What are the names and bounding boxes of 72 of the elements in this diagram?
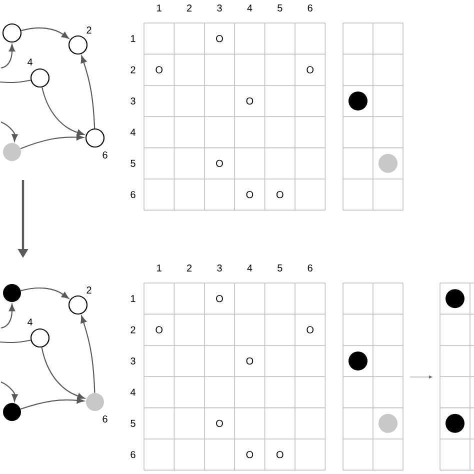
matrix-entry: O	[306, 66, 314, 74]
column-number: 1	[157, 264, 162, 272]
graph-node	[3, 143, 21, 161]
matrix-entry: O	[216, 160, 223, 167]
row-number: 6	[130, 451, 136, 458]
matrix-entry: O	[246, 357, 254, 365]
column-number: 3	[217, 264, 222, 272]
matrix-dot	[348, 352, 368, 370]
arrow	[20, 397, 84, 410]
matrix-dot	[378, 414, 398, 433]
node-number: 6	[102, 151, 108, 159]
column-number: 4	[247, 264, 252, 272]
column-number: 4	[247, 4, 252, 12]
arrow	[21, 27, 69, 39]
arrow	[20, 287, 69, 299]
node-number: 2	[86, 286, 92, 294]
matrix-entry: O	[306, 326, 314, 334]
node-number: 6	[102, 415, 108, 423]
column-number: 3	[217, 4, 222, 12]
column-number: 2	[187, 4, 192, 12]
arrow	[0, 44, 16, 69]
matrix-entry: O	[276, 451, 284, 458]
arrow	[41, 347, 85, 400]
arrow	[0, 122, 18, 142]
column-number: 6	[308, 4, 312, 12]
row-number: 5	[130, 160, 136, 167]
matrix-dot	[348, 92, 368, 110]
column-number: 5	[278, 4, 282, 12]
matrix-entry: O	[156, 326, 162, 334]
node-number: 4	[27, 318, 32, 326]
column-number: 2	[187, 264, 192, 272]
matrix-entry: O	[276, 191, 284, 198]
node-number: 2	[86, 26, 92, 34]
matrix-entry: O	[246, 191, 254, 198]
arrow	[0, 382, 18, 402]
graph-node	[85, 128, 105, 148]
matrix-dot	[378, 154, 398, 173]
row-number: 2	[130, 326, 136, 334]
arrow	[80, 56, 96, 128]
arrow	[42, 87, 84, 136]
graph-node	[3, 284, 21, 302]
matrix-entry: O	[246, 97, 254, 105]
matrix-entry: O	[156, 66, 162, 74]
arrow	[20, 134, 84, 150]
row-number: 6	[130, 191, 136, 198]
column-number: 1	[157, 4, 162, 12]
arrow	[80, 316, 96, 393]
graph-node	[86, 393, 104, 411]
row-number: 3	[130, 357, 136, 365]
matrix-entry: O	[216, 295, 223, 302]
column-number: 5	[278, 264, 282, 272]
graph-node	[30, 68, 50, 88]
row-number: 2	[130, 66, 136, 74]
column-number: 6	[308, 264, 312, 272]
row-number: 4	[130, 128, 136, 136]
row-number: 1	[131, 35, 136, 42]
matrix-dot	[446, 414, 464, 433]
graph-node	[30, 328, 50, 348]
matrix-entry: O	[246, 451, 254, 458]
row-number: 5	[130, 420, 136, 427]
row-number: 3	[130, 97, 136, 105]
graph-node	[3, 403, 21, 421]
graph-node	[68, 295, 88, 315]
graph-node	[68, 35, 88, 55]
row-number: 4	[130, 388, 136, 396]
matrix-dot	[446, 289, 464, 308]
graph-node	[2, 23, 22, 43]
matrix-entry: O	[216, 420, 223, 427]
row-number: 1	[131, 295, 136, 302]
matrix-entry: O	[216, 35, 223, 42]
arrow	[0, 304, 16, 329]
node-number: 4	[27, 58, 32, 66]
